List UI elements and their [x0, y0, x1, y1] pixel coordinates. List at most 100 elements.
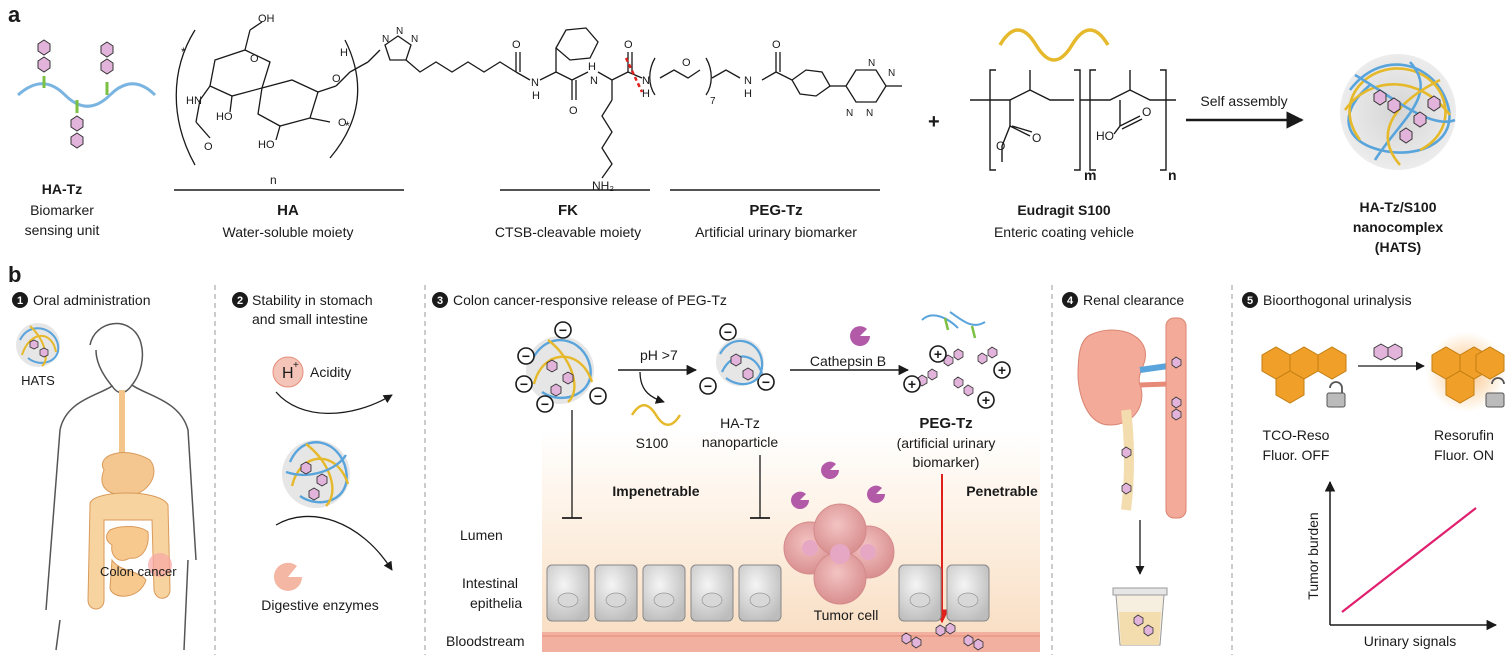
step4-title: Renal clearance — [1083, 292, 1184, 308]
digestive-enzymes-label: Digestive enzymes — [261, 597, 379, 613]
tco-reso-molecule — [1261, 346, 1347, 404]
cathepsin-in-tumor — [791, 461, 885, 509]
svg-text:HO: HO — [258, 139, 275, 151]
svg-text:O: O — [682, 57, 691, 69]
hatz-desc-2: sensing unit — [25, 222, 100, 238]
eudragit-m: m — [1084, 167, 1096, 183]
svg-text:+: + — [908, 376, 916, 392]
fluor-off-label: Fluor. OFF — [1263, 447, 1330, 463]
svg-text:N: N — [531, 77, 539, 89]
svg-text:H: H — [532, 90, 540, 102]
hats-small-label: HATS — [21, 373, 55, 388]
svg-text:N: N — [868, 58, 875, 69]
fk-label: FK — [558, 202, 578, 219]
svg-text:−: − — [762, 374, 770, 390]
svg-text:N: N — [888, 68, 895, 79]
positive-charges — [903, 345, 1011, 409]
positive-charge-signs: + + + + — [908, 346, 1006, 408]
penetrable-label: Penetrable — [966, 483, 1038, 499]
fluor-on-label: Fluor. ON — [1434, 447, 1494, 463]
chem-labels: * OH HN O HO HO O * O H O n N N N O N H … — [181, 13, 895, 193]
ph-label: pH >7 — [640, 347, 678, 363]
svg-text:N: N — [744, 75, 752, 87]
bloodstream-label: Bloodstream — [446, 633, 525, 649]
hats-particle-small — [16, 323, 60, 367]
svg-text:−: − — [559, 322, 567, 338]
hatz-desc-1: Biomarker — [30, 202, 94, 218]
negative-charges — [515, 321, 775, 413]
svg-text:HO: HO — [216, 111, 233, 123]
eudragit-desc: Enteric coating vehicle — [994, 224, 1134, 240]
hats-label-2: nanocomplex — [1353, 219, 1443, 235]
hatz-nanoparticle — [716, 338, 764, 386]
hatz-schematic — [17, 39, 157, 149]
svg-text:N: N — [866, 108, 873, 119]
tetrazine-reagent — [1373, 343, 1403, 361]
tumor-cells — [783, 503, 895, 605]
svg-text:O: O — [250, 53, 259, 65]
step3-title: Colon cancer-responsive release of PEG-T… — [453, 292, 727, 308]
svg-text:O: O — [624, 39, 633, 51]
s100-label: S100 — [636, 435, 669, 451]
svg-text:−: − — [522, 348, 530, 364]
released-fragments — [917, 311, 998, 397]
svg-text:1: 1 — [17, 295, 23, 307]
kidney-pegtz — [1121, 356, 1182, 495]
svg-text:−: − — [520, 376, 528, 392]
hats-stable-particle — [282, 440, 350, 508]
s100-chain-icon — [998, 28, 1110, 62]
bloodstream-pegtz — [901, 622, 984, 651]
eudragit-ho: HO — [1096, 129, 1114, 143]
h-ion-label: H — [282, 365, 294, 382]
plot-xlabel: Urinary signals — [1364, 633, 1457, 649]
svg-text:N: N — [590, 75, 598, 87]
pegtz-red-label: PEG-Tz — [919, 415, 972, 432]
svg-text:O: O — [772, 39, 781, 51]
cathepsin-label: Cathepsin B — [810, 353, 886, 369]
pegtz-desc: Artificial urinary biomarker — [695, 224, 857, 240]
hats-label-3: (HATS) — [1375, 239, 1421, 255]
eudragit-o-3: O — [1142, 105, 1151, 119]
plus-sign: + — [928, 111, 940, 133]
step-badges: 1 2 3 4 5 — [12, 292, 1258, 308]
acidity-label: Acidity — [310, 364, 351, 380]
ha-desc: Water-soluble moiety — [223, 224, 354, 240]
svg-text:−: − — [541, 396, 549, 412]
epithelia-label-1: Intestinal — [462, 575, 518, 591]
pegtz-red-sub-1: (artificial urinary — [897, 435, 996, 451]
svg-text:3: 3 — [437, 295, 443, 307]
tumor-cell-label: Tumor cell — [814, 607, 879, 623]
step5-title: Bioorthogonal urinalysis — [1263, 292, 1412, 308]
svg-text:O: O — [204, 141, 213, 153]
acidity-arrow — [275, 391, 393, 415]
step2-title-2: and small intestine — [252, 311, 368, 327]
pegtz-red-sub-2: biomarker) — [913, 454, 980, 470]
eudragit-structure — [970, 69, 1176, 171]
acid-icon — [272, 356, 304, 388]
tco-reso-label: TCO-Reso — [1263, 427, 1330, 443]
s100-released-icon — [630, 404, 682, 426]
human-body-illustration — [45, 323, 197, 651]
svg-text:n: n — [270, 173, 277, 187]
plot-ylabel: Tumor burden — [1305, 512, 1321, 599]
svg-text:−: − — [724, 324, 732, 340]
correlation-plot — [1324, 480, 1498, 631]
section-dividers — [214, 285, 1233, 655]
svg-text:+: + — [982, 392, 990, 408]
nanoparticle-label-1: HA-Tz — [720, 415, 760, 431]
svg-text:H: H — [642, 88, 650, 100]
cathepsin-b-icon — [850, 326, 870, 346]
svg-text:N: N — [382, 34, 389, 45]
nanoparticle-label-2: nanoparticle — [702, 434, 778, 450]
cleavage-site — [624, 57, 644, 93]
lumen-label: Lumen — [460, 527, 503, 543]
svg-text:−: − — [594, 388, 602, 404]
svg-text:H: H — [340, 47, 348, 59]
svg-text:7: 7 — [710, 96, 716, 107]
lock-closed-icon — [1326, 381, 1346, 408]
fk-desc: CTSB-cleavable moiety — [495, 224, 641, 240]
panel-a-letter: a — [8, 2, 21, 27]
kidney-illustration — [1077, 317, 1187, 519]
svg-text:O: O — [338, 117, 347, 129]
